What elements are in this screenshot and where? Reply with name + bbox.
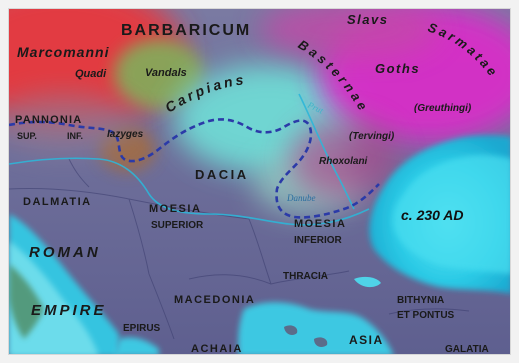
label-roman: ROMAN (29, 244, 101, 261)
label-moesia-sup-2: SUPERIOR (151, 220, 204, 231)
label-epirus: EPIRUS (123, 323, 161, 334)
label-greuthingi: (Greuthingi) (414, 103, 472, 114)
ionian-sea (114, 337, 159, 354)
label-slavs: Slavs (347, 12, 388, 27)
roman-empire-230ad-map: BARBARICUM Slavs Sarmatae Marcomanni Qua… (9, 9, 510, 355)
label-moesia-sup-1: MOESIA (149, 203, 201, 215)
barbaricum-zones (9, 9, 510, 214)
label-empire: EMPIRE (31, 302, 107, 319)
label-moesia-inf-1: MOESIA (294, 218, 346, 230)
label-marcomanni: Marcomanni (17, 44, 110, 60)
label-pannonia: PANNONIA (15, 114, 82, 126)
label-roxolani: Rhoxolani (319, 156, 368, 167)
label-vandals: Vandals (145, 67, 187, 79)
label-date: c. 230 AD (401, 207, 464, 223)
slavs-zone (259, 9, 439, 59)
label-quadi: Quadi (75, 68, 107, 80)
map-frame: BARBARICUM Slavs Sarmatae Marcomanni Qua… (8, 8, 511, 355)
label-macedonia: MACEDONIA (174, 294, 255, 306)
propontis (354, 276, 381, 288)
roxolani-zone (289, 119, 399, 199)
label-pannonia-inf: INF. (67, 131, 83, 141)
label-thracia: THRACIA (283, 271, 328, 282)
italy-land (9, 264, 44, 339)
label-barbaricum: BARBARICUM (121, 22, 251, 39)
vandals-zone (114, 39, 204, 109)
black-sea-core (393, 155, 510, 274)
aegean-sea (238, 302, 394, 354)
label-tervingi: (Tervingi) (349, 131, 395, 142)
label-pannonia-sup: SUP. (17, 131, 37, 141)
label-iazyges: Iazyges (107, 129, 144, 140)
label-bithynia-2: ET PONTUS (397, 310, 455, 321)
rivers (9, 93, 370, 226)
pannonia-zone (9, 94, 134, 154)
label-danube: Danube (286, 193, 316, 203)
label-goths: Goths (375, 61, 420, 76)
label-asia: ASIA (349, 333, 384, 347)
label-dalmatia: DALMATIA (23, 196, 92, 208)
label-bithynia-1: BITHYNIA (397, 295, 444, 306)
label-moesia-inf-2: INFERIOR (294, 235, 343, 246)
label-achaia: ACHAIA (191, 343, 243, 355)
label-galatia: GALATIA (445, 344, 489, 355)
label-dacia: DACIA (195, 167, 249, 182)
aegean-islands (284, 325, 328, 347)
prut-river (298, 93, 355, 210)
danube-river (9, 157, 370, 226)
